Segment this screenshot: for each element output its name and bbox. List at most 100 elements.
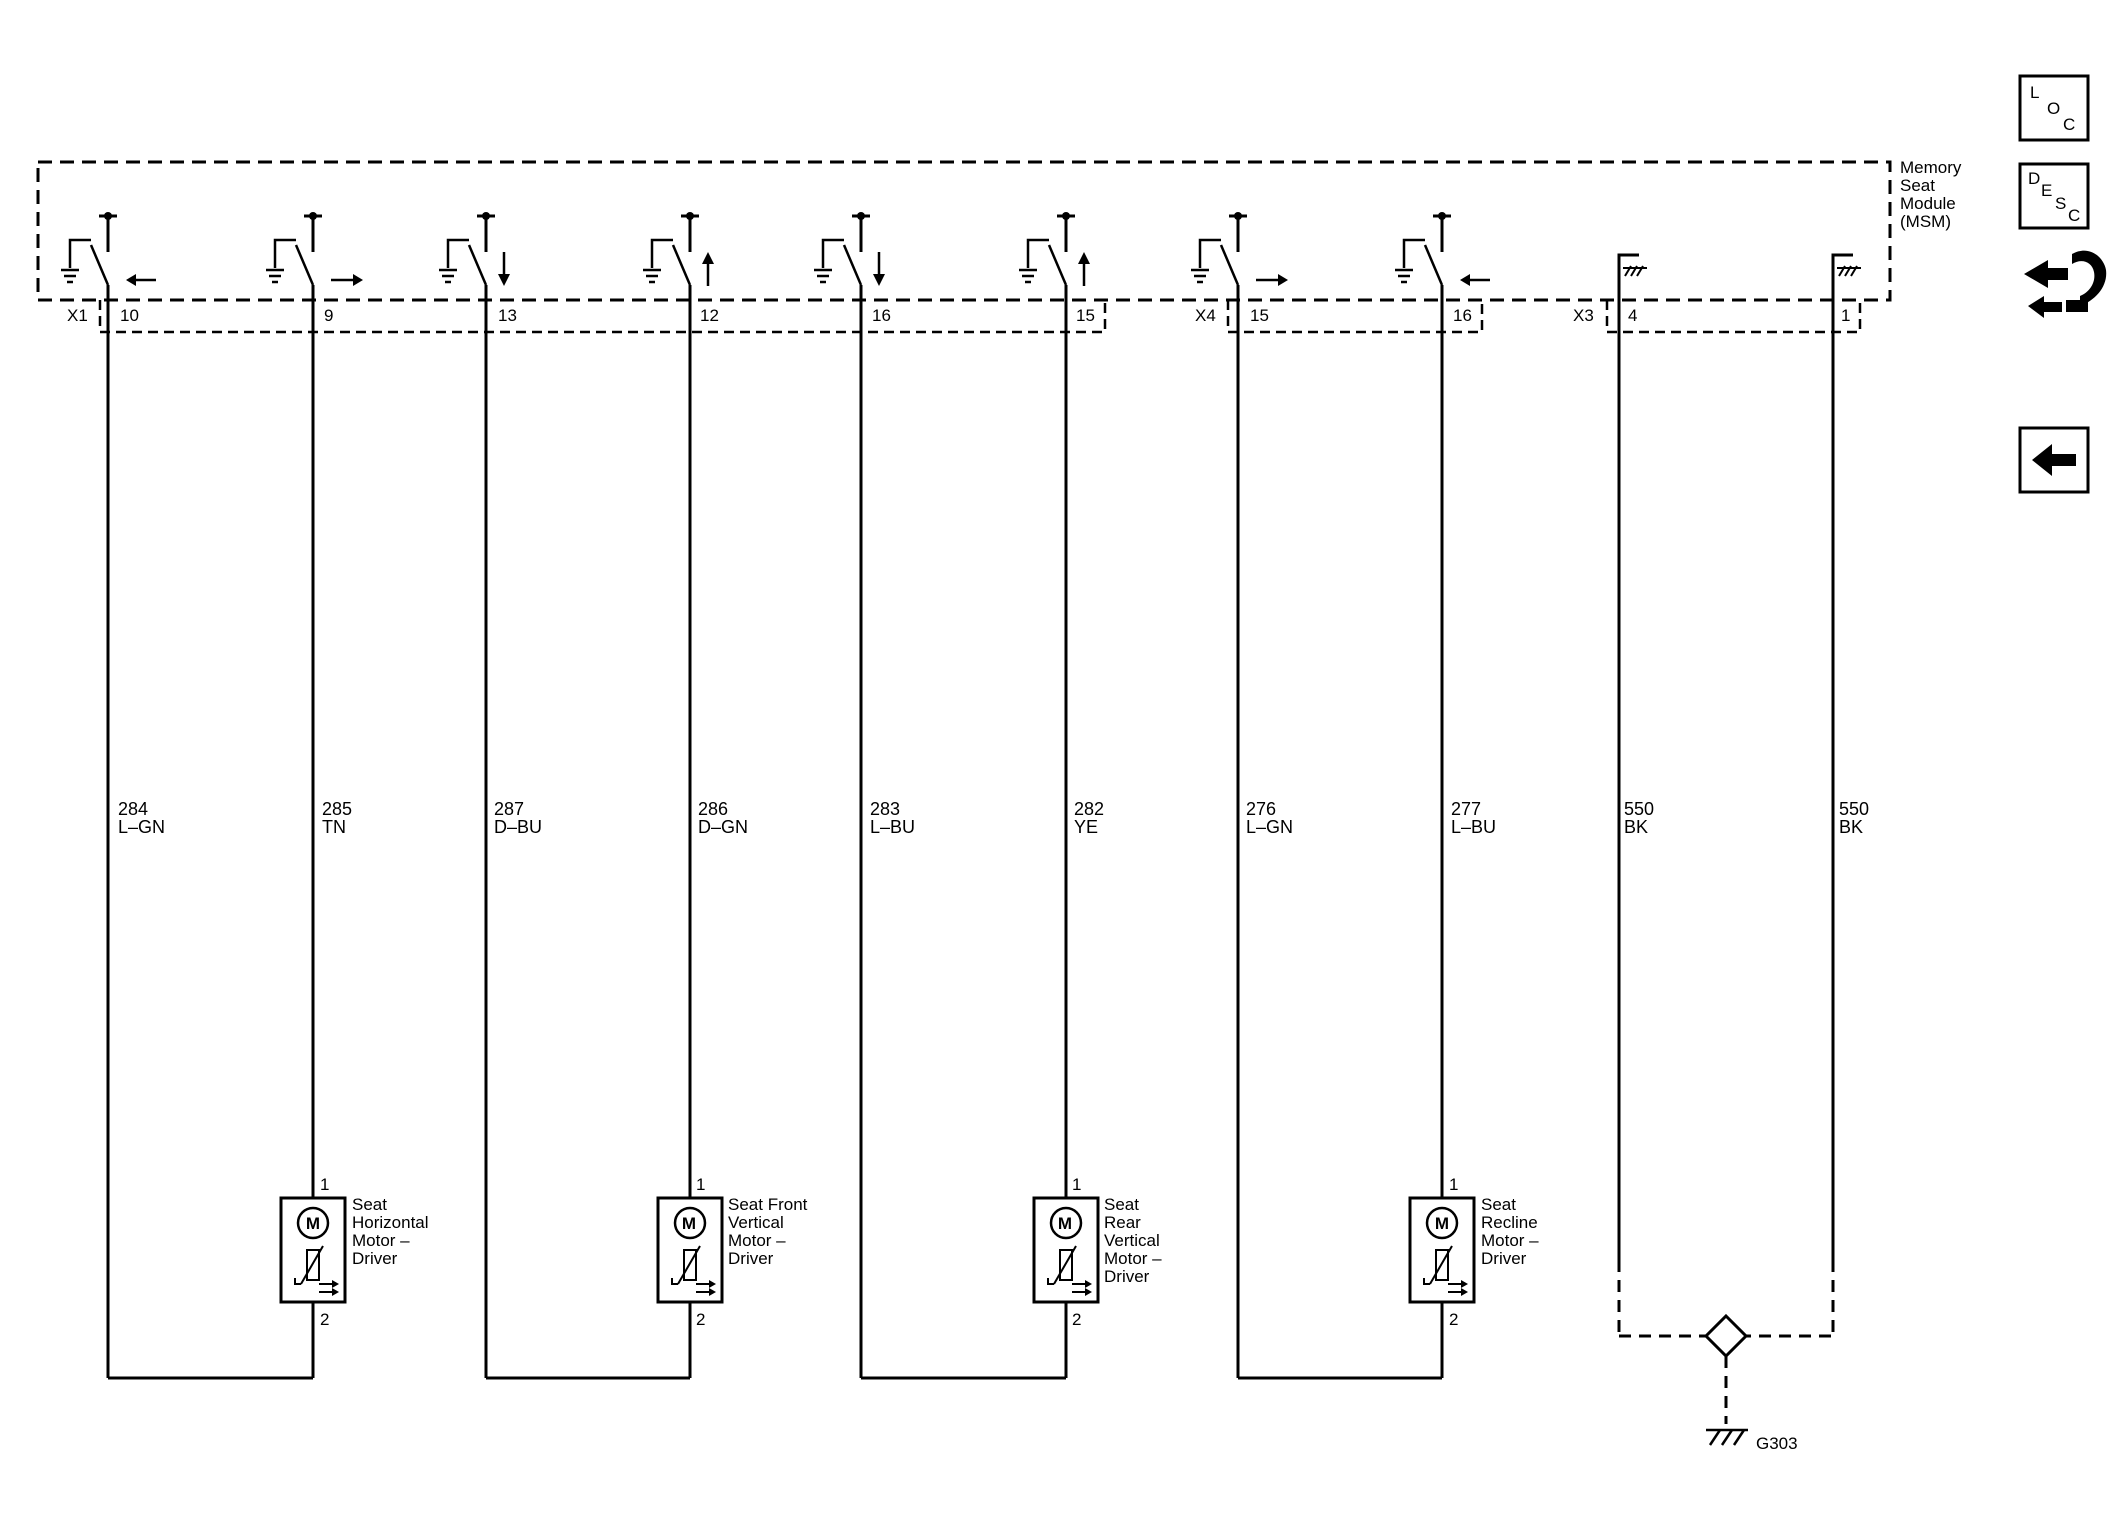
direction-arrow-head — [873, 274, 885, 286]
switch-blade — [294, 244, 315, 286]
pin-label: 15 — [1250, 306, 1269, 325]
back-button[interactable] — [2018, 426, 2090, 494]
pin-label: 12 — [700, 306, 719, 325]
motor-seat-rear-vertical: 1 2 M Seat Rear Vertical Motor – Driver — [1058, 1175, 1166, 1329]
circuit-number: 284 — [118, 799, 148, 819]
svg-text:E: E — [2041, 181, 2052, 200]
pin-label: 4 — [1628, 306, 1637, 325]
splice-diamond — [1703, 1313, 1749, 1359]
switch-blade — [467, 244, 488, 286]
direction-arrow-head — [126, 274, 136, 286]
motor-pin-bottom: 2 — [320, 1310, 329, 1329]
circuit-number: 550 — [1839, 799, 1869, 819]
sensor-arrow-head — [332, 1288, 339, 1296]
wire-color: L–BU — [870, 817, 915, 837]
svg-text:D: D — [2028, 169, 2040, 188]
direction-arrow-head — [1460, 274, 1470, 286]
motor-seat-horizontal: 1 2 M Seat Horizontal Motor – Driver — [306, 1175, 429, 1329]
svg-text:C: C — [2068, 206, 2080, 225]
motor-symbol-letter: M — [1435, 1214, 1449, 1233]
motor-symbol-letter: M — [1058, 1214, 1072, 1233]
position-sensor-slash — [1053, 1245, 1077, 1285]
wire-color: L–GN — [1246, 817, 1293, 837]
motor-symbol — [673, 1206, 707, 1240]
pin-label: 1 — [1841, 306, 1850, 325]
module-boundary — [36, 160, 1892, 302]
switch-supply-dot — [686, 212, 694, 220]
motor-pin-top: 1 — [1072, 1175, 1081, 1194]
ground-g303-mark — [1708, 1429, 1722, 1446]
motor-label: Seat Front Vertical Motor – Driver — [728, 1195, 812, 1268]
connector-icon[interactable] — [2024, 250, 2107, 318]
pin-label: 13 — [498, 306, 517, 325]
motor-symbol — [1425, 1206, 1459, 1240]
motor-pin-bottom: 2 — [1072, 1310, 1081, 1329]
wire-color: D–GN — [698, 817, 748, 837]
connector-x1-id: X1 — [67, 306, 88, 325]
sensor-arrow-head — [709, 1280, 716, 1288]
module-name-line: Module — [1900, 194, 1956, 213]
motor-symbol-letter: M — [306, 1214, 320, 1233]
connector-x1-outline — [98, 300, 1107, 334]
switch-ground-leg — [1026, 238, 1049, 268]
ground-point-label: G303 — [1756, 1434, 1798, 1453]
svg-text:O: O — [2047, 99, 2060, 118]
svg-text:L: L — [2030, 83, 2039, 102]
switch-ground-leg — [273, 238, 296, 268]
circuit-number: 285 — [322, 799, 352, 819]
ground-g303-mark — [1720, 1429, 1734, 1446]
connector-x4-id: X4 — [1195, 306, 1216, 325]
switch-ground-leg — [1402, 238, 1425, 268]
switch-blade — [842, 244, 863, 286]
position-sensor-slash — [677, 1245, 701, 1285]
pin-label: 15 — [1076, 306, 1095, 325]
pin-label: 10 — [120, 306, 139, 325]
loc-button[interactable]: L O C — [2018, 74, 2090, 142]
connector-x3-outline — [1605, 300, 1862, 334]
switch-supply-dot — [1438, 212, 1446, 220]
switch-supply-dot — [104, 212, 112, 220]
position-sensor-mark — [1047, 1278, 1054, 1285]
module-name-line: Seat — [1900, 176, 1935, 195]
switch-ground-leg — [68, 238, 91, 268]
switch-supply-dot — [1062, 212, 1070, 220]
pin-label: 9 — [324, 306, 333, 325]
desc-button[interactable]: D E S C — [2018, 162, 2090, 230]
switch-ground-leg — [650, 238, 673, 268]
wire-color: YE — [1074, 817, 1098, 837]
motor-seat-recline: 1 2 M Seat Recline Motor – Driver — [1435, 1175, 1543, 1329]
ground-g303-mark — [1732, 1429, 1746, 1446]
module-name-line: Memory — [1900, 158, 1962, 177]
circuit-number: 282 — [1074, 799, 1104, 819]
circuit-number: 286 — [698, 799, 728, 819]
switch-blade — [1047, 244, 1068, 286]
svg-text:C: C — [2063, 115, 2075, 134]
switch-supply-dot — [309, 212, 317, 220]
direction-arrow-head — [498, 274, 510, 286]
switch-blade — [671, 244, 692, 286]
motor-pin-top: 1 — [696, 1175, 705, 1194]
wire-color: TN — [322, 817, 346, 837]
sensor-arrow-head — [1085, 1288, 1092, 1296]
direction-arrow-head — [702, 252, 714, 264]
motor-label: Seat Recline Motor – Driver — [1481, 1195, 1543, 1268]
switch-ground-leg — [1198, 238, 1221, 268]
circuit-layer — [61, 212, 1861, 1446]
position-sensor-slash — [300, 1245, 324, 1285]
wire-color: BK — [1624, 817, 1648, 837]
wire-color: BK — [1839, 817, 1863, 837]
motor-pin-bottom: 2 — [1449, 1310, 1458, 1329]
module-name-line: (MSM) — [1900, 212, 1951, 231]
sensor-arrow-head — [1461, 1288, 1468, 1296]
motor-pin-bottom: 2 — [696, 1310, 705, 1329]
motor-symbol — [1049, 1206, 1083, 1240]
wire-color: L–BU — [1451, 817, 1496, 837]
switch-supply-dot — [857, 212, 865, 220]
connector-x3-id: X3 — [1573, 306, 1594, 325]
direction-arrow-head — [1278, 274, 1288, 286]
position-sensor-mark — [294, 1278, 301, 1285]
direction-arrow-head — [1078, 252, 1090, 264]
motor-label: Seat Rear Vertical Motor – Driver — [1104, 1195, 1166, 1286]
sensor-arrow-head — [1085, 1280, 1092, 1288]
motor-symbol-letter: M — [682, 1214, 696, 1233]
